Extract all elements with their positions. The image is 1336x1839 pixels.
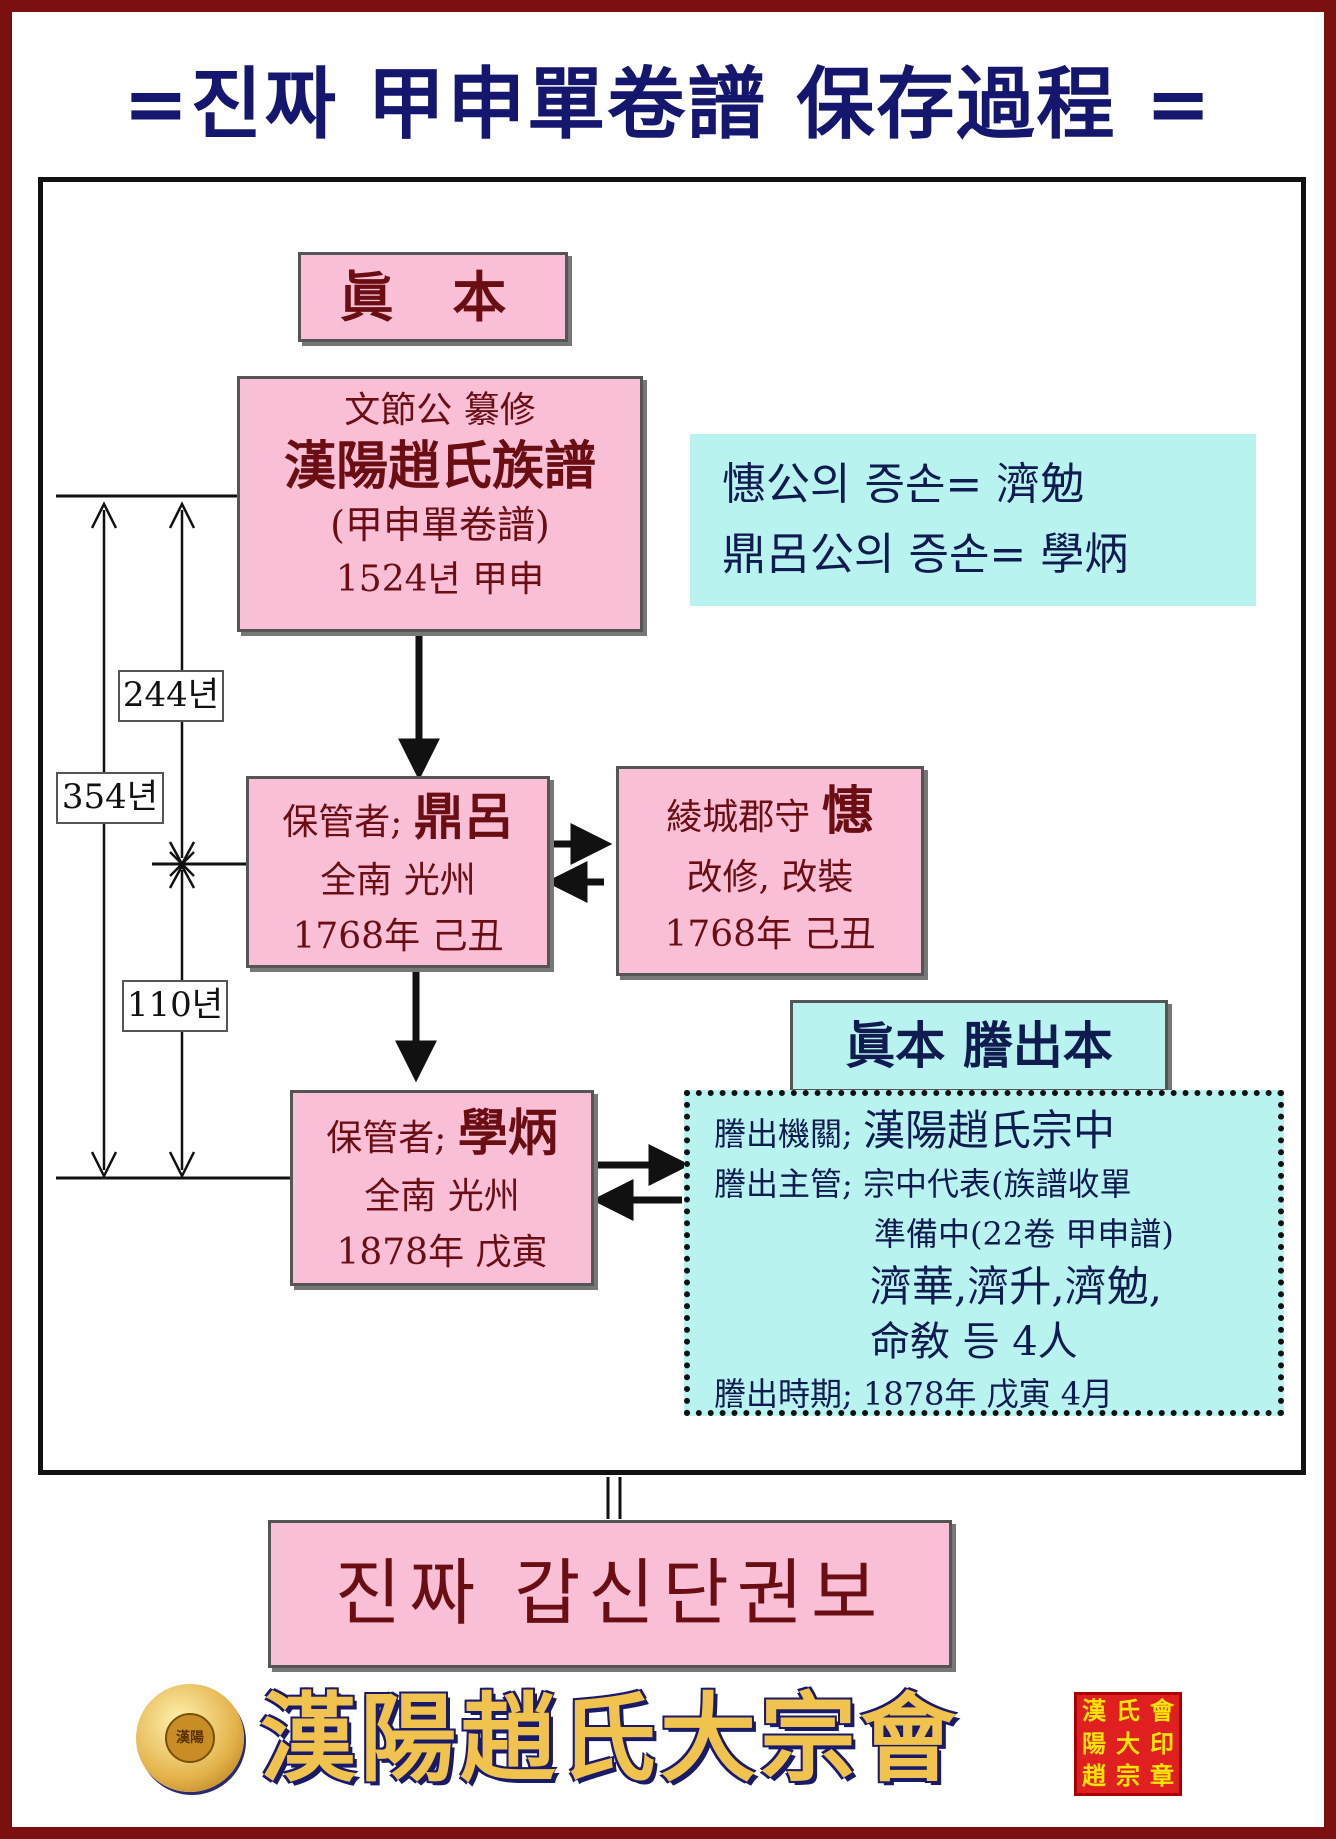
- genealogy-subtitle: (甲申單卷譜): [330, 503, 550, 547]
- seal-char: 宗: [1116, 1761, 1140, 1791]
- custodian-1878-year: 1878年 戊寅: [336, 1232, 548, 1273]
- seal-char: 氏: [1116, 1696, 1140, 1725]
- transcript-agency-value: 漢陽趙氏宗中: [862, 1106, 1115, 1155]
- original-label: 眞 本: [298, 252, 568, 342]
- result-box: 진짜 갑신단권보: [268, 1520, 952, 1668]
- custodian-1768-name: 鼎呂: [413, 787, 514, 846]
- custodian-1878-line: 保管者; 學炳: [293, 1103, 591, 1169]
- transcript-label: 眞本 謄出本: [790, 1000, 1168, 1092]
- custodian-1768-line: 保管者; 鼎呂: [249, 787, 547, 853]
- seal-char: 大: [1116, 1728, 1140, 1758]
- transcript-participants: 濟華,濟升,濟勉,: [870, 1262, 1163, 1311]
- seal-char: 章: [1150, 1761, 1174, 1791]
- diagram-frame: [38, 177, 1306, 1475]
- clan-seal: 漢 氏 會 陽 大 印 趙 宗 章: [1074, 1692, 1182, 1796]
- seal-char: 漢: [1082, 1696, 1106, 1725]
- custodian-1768-box: 保管者; 鼎呂 全南 光州 1768年 己丑: [246, 776, 550, 968]
- seal-char: 陽: [1082, 1728, 1106, 1758]
- transcript-manager-detail: 準備中(22卷 甲申譜): [874, 1215, 1174, 1253]
- page: =진짜 甲申單卷譜 保存過程 =: [12, 12, 1324, 1827]
- custodian-1878-prefix: 保管者;: [326, 1118, 447, 1159]
- revision-1768-prefix: 綾城郡守: [666, 797, 811, 838]
- revision-1768-action: 改修, 改裝: [686, 857, 854, 898]
- transcript-manager-value: 宗中代表(族譜收單: [862, 1165, 1132, 1203]
- compiler-text: 文節公 纂修: [344, 390, 536, 431]
- transcript-date-line: 謄出時期; 1878年 戊寅 4月: [714, 1369, 1278, 1419]
- transcript-manager-label: 謄出主管;: [714, 1165, 853, 1203]
- revision-1768-line: 綾城郡守 憓: [619, 781, 921, 849]
- connector-lines: [56, 494, 691, 1519]
- transcript-agency-line: 謄出機關; 漢陽趙氏宗中: [714, 1106, 1278, 1159]
- note-line-1: 憓公의 증손= 濟勉: [722, 459, 1085, 510]
- revision-1768-name: 憓: [821, 781, 874, 842]
- page-title: =진짜 甲申單卷譜 保存過程 =: [123, 60, 1213, 150]
- seal-char: 印: [1150, 1728, 1174, 1758]
- transcript-participants-count: 命敎 등 4人: [870, 1319, 1078, 1365]
- revision-1768-year: 1768年 己丑: [664, 914, 876, 955]
- span-110-label: 110년: [122, 980, 228, 1032]
- custodian-1768-place: 全南 光州: [320, 860, 476, 901]
- transcript-manager-line: 謄出主管; 宗中代表(族譜收單: [714, 1159, 1278, 1209]
- custodian-1768-year: 1768年 己丑: [292, 916, 504, 957]
- revision-1768-box: 綾城郡守 憓 改修, 改裝 1768年 己丑: [616, 766, 924, 976]
- clan-logo-inner: 漢陽: [165, 1713, 215, 1763]
- transcript-agency-label: 謄出機關;: [714, 1115, 853, 1153]
- footer-organization-name: 漢陽趙氏大宗會: [260, 1682, 960, 1795]
- result-text: 진짜 갑신단권보: [334, 1551, 886, 1635]
- seal-char: 會: [1150, 1696, 1174, 1725]
- custodian-1878-name: 學炳: [457, 1103, 558, 1162]
- transcript-details-box: 謄出機關; 漢陽趙氏宗中 謄出主管; 宗中代表(族譜收單 準備中(22卷 甲申譜…: [684, 1090, 1284, 1416]
- clan-logo: 漢陽: [136, 1684, 244, 1792]
- custodian-1768-prefix: 保管者;: [282, 802, 403, 843]
- great-grandson-note: 憓公의 증손= 濟勉 鼎呂公의 증손= 學炳: [690, 434, 1256, 606]
- transcript-date-label: 謄出時期;: [714, 1375, 853, 1413]
- custodian-1878-place: 全南 光州: [364, 1176, 520, 1217]
- span-354-label: 354년: [56, 772, 164, 824]
- genealogy-title: 漢陽趙氏族譜: [283, 436, 596, 497]
- genealogy-year: 1524년 甲申: [335, 559, 545, 600]
- note-line-2: 鼎呂公의 증손= 學炳: [722, 529, 1129, 580]
- span-244-label: 244년: [118, 670, 224, 722]
- custodian-1878-box: 保管者; 學炳 全南 光州 1878年 戊寅: [290, 1090, 594, 1286]
- genealogy-1524-box: 文節公 纂修 漢陽趙氏族譜 (甲申單卷譜) 1524년 甲申: [237, 376, 643, 632]
- transcript-label-text: 眞本 謄出本: [845, 1016, 1113, 1075]
- transcript-date-value: 1878年 戊寅 4月: [862, 1375, 1114, 1413]
- original-label-text: 眞 本: [339, 265, 527, 329]
- seal-char: 趙: [1082, 1761, 1106, 1791]
